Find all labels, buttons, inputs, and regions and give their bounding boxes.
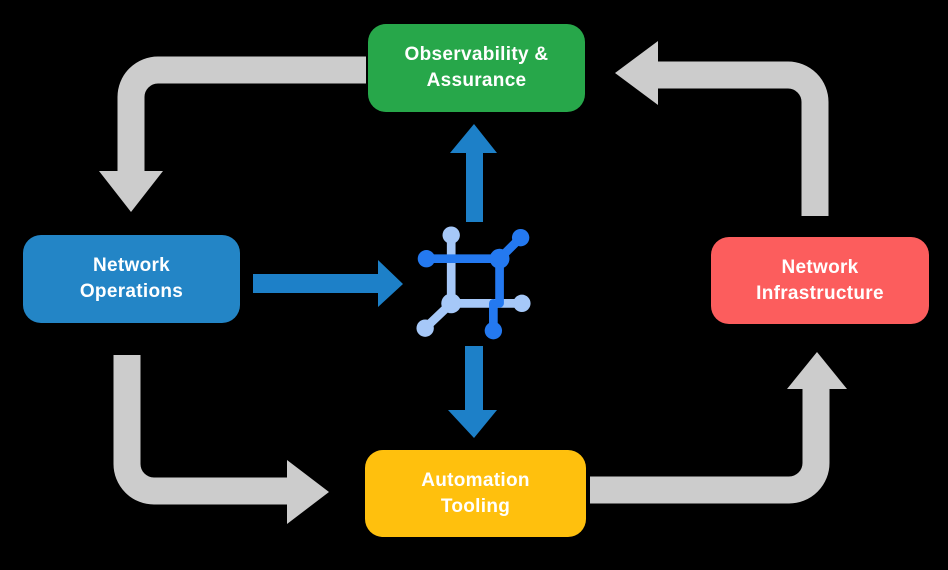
blue-arrow-down (448, 346, 497, 438)
icon-dark-node-dot (484, 321, 503, 340)
blue-arrow-up (450, 124, 497, 222)
node-automation-tooling: Automation Tooling (365, 450, 586, 537)
gray-arrow-shaft (117, 56, 366, 174)
icon-light-node-dot (513, 294, 531, 313)
icon-light-junction-dot (441, 293, 462, 314)
gray-arrow-shaft (658, 61, 829, 216)
node-label-line: Assurance (426, 70, 527, 91)
node-label-line: Automation (421, 469, 530, 491)
gray-arrow-shaft (113, 355, 289, 505)
gray-arrowhead-left (615, 41, 658, 105)
gray-arrow-shaft (590, 389, 830, 504)
gray-arrowhead-right (287, 460, 329, 524)
blue-arrow-center-to-observability (450, 124, 497, 222)
network-mesh-icon (416, 226, 531, 340)
gray-arrow-automation-to-infrastructure (590, 352, 847, 504)
icon-light-node-dot (442, 226, 460, 244)
icon-dark-junction-dot (489, 248, 510, 269)
node-label-line: Operations (79, 281, 184, 302)
blue-arrow-center-to-automation (448, 346, 497, 438)
node-label-line: Observability & (404, 44, 549, 65)
gray-arrow-operations-to-automation (113, 355, 329, 524)
blue-arrow-operations-to-center (253, 260, 403, 307)
node-network-operations: Network Operations (23, 235, 240, 323)
icon-dark-node-dot (511, 228, 530, 247)
gray-arrow-infrastructure-to-observability (615, 41, 829, 216)
icon-dark-node-dot (417, 250, 436, 268)
node-observability-assurance: Observability & Assurance (368, 24, 585, 112)
gray-arrowhead-down (99, 171, 163, 212)
node-label-line: Infrastructure (756, 282, 884, 304)
gray-arrowhead-up (787, 352, 847, 389)
node-label-line: Network (92, 255, 171, 276)
node-network-infrastructure: Network Infrastructure (711, 237, 929, 324)
gray-arrow-observability-to-operations (99, 56, 366, 212)
node-label-line: Tooling (440, 495, 511, 517)
icon-light-node-dot (416, 319, 434, 337)
blue-arrow-right (253, 260, 403, 307)
node-label-line: Network (781, 256, 859, 278)
